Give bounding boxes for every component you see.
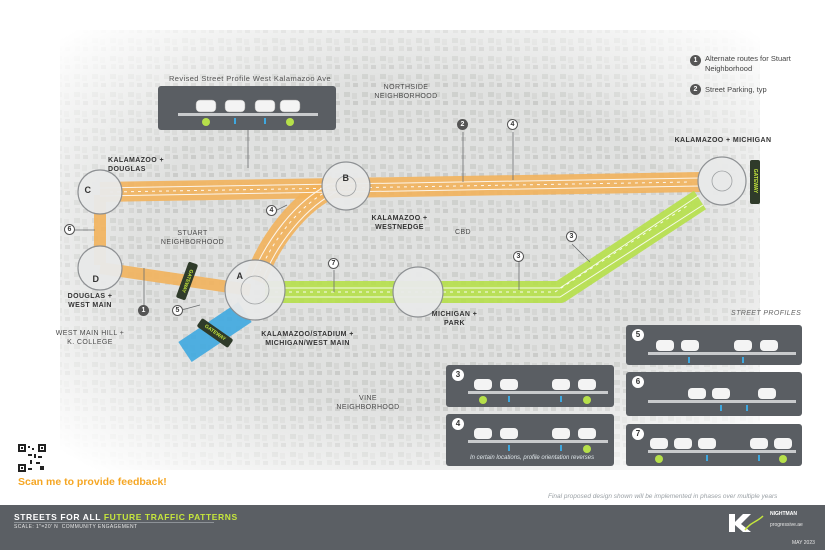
kalamazoo-westnedge-label: KALAMAZOO + WESTNEDGE — [371, 215, 428, 231]
profile-7-graphic — [648, 438, 796, 463]
revised-profile-panel — [158, 86, 336, 130]
footer-title-highlight: FUTURE TRAFFIC PATTERNS — [103, 512, 238, 522]
marker-4-top: 4 — [507, 119, 518, 130]
scan-feedback-text[interactable]: Scan me to provide feedback! — [18, 476, 167, 488]
profile-3-graphic — [468, 379, 608, 404]
profile-6-graphic — [648, 388, 796, 411]
profile-4-note: In certain locations, profile orientatio… — [470, 455, 595, 461]
marker-2: 2 — [457, 119, 468, 130]
footer-engagement: COMMUNITY ENGAGEMENT — [61, 524, 138, 530]
footer-divider — [14, 522, 214, 523]
final-design-note: Final proposed design shown will be impl… — [548, 493, 778, 500]
douglas-west-main-label: DOUGLAS + WEST MAIN — [67, 293, 113, 309]
profile-panel-4: 4 In certain locations, profile orientat… — [446, 414, 614, 466]
profile-7-number: 7 — [632, 428, 644, 440]
profile-5-graphic — [648, 340, 796, 363]
legend-2-badge: 2 — [690, 84, 701, 95]
roundabout-b-letter: B — [342, 173, 350, 183]
gateway-text-east: GATEWAY — [752, 168, 758, 194]
street-profiles-title: STREET PROFILES — [731, 310, 802, 317]
northside-neighborhood-label: NORTHSIDE NEIGHBORHOOD — [374, 84, 438, 100]
footer-date: MAY 2023 — [792, 540, 815, 546]
marker-1: 1 — [138, 305, 149, 316]
profile-4-graphic — [468, 428, 608, 453]
roundabout-d-letter: D — [92, 274, 100, 284]
profile-panel-3: 3 — [446, 365, 614, 407]
kalamazoo-douglas-label: KALAMAZOO + DOUGLAS — [108, 157, 164, 173]
legend-2-text: Street Parking, typ — [705, 85, 767, 94]
profile-4-number: 4 — [452, 418, 464, 430]
marker-7: 7 — [328, 258, 339, 269]
west-main-hill-label: WEST MAIN HILL + K. COLLEGE — [55, 330, 125, 346]
city-logo — [725, 510, 765, 541]
profile-3-number: 3 — [452, 369, 464, 381]
footer-bar — [0, 505, 825, 550]
qr-code-icon — [18, 444, 46, 472]
profile-panel-6: 6 — [626, 372, 802, 416]
gateway-sign-east: GATEWAY — [750, 160, 760, 204]
marker-3-right: 3 — [566, 231, 577, 242]
marker-4-left: 4 — [266, 205, 277, 216]
map-graphics — [0, 0, 825, 490]
roundabout-a-letter: A — [236, 271, 244, 281]
revised-profile-title: Revised Street Profile West Kalamazoo Av… — [168, 74, 332, 83]
marker-6: 6 — [64, 224, 75, 235]
cbd-label: CBD — [455, 229, 471, 236]
footer-scale: SCALE: 1"=20' N — [14, 524, 59, 530]
vine-neighborhood-label: VINE NEIGHBORHOOD — [336, 395, 400, 411]
michigan-park-label: MICHIGAN + PARK — [431, 311, 478, 327]
city-logo-icon — [729, 514, 764, 532]
profile-panel-7: 7 — [626, 424, 802, 466]
profile-6-number: 6 — [632, 376, 644, 388]
profile-5-number: 5 — [632, 329, 644, 341]
footer-subline: SCALE: 1"=20' N COMMUNITY ENGAGEMENT — [14, 524, 137, 530]
map-canvas — [0, 0, 825, 490]
stadium-main-label: KALAMAZOO/STADIUM + MICHIGAN/WEST MAIN — [261, 331, 354, 347]
feedback-qr-code[interactable] — [18, 444, 46, 472]
marker-3-center: 3 — [513, 251, 524, 262]
legend-1-text: Alternate routes for Stuart Neighborhood — [705, 54, 791, 73]
stuart-neighborhood-label: STUART NEIGHBORHOOD — [160, 230, 225, 246]
legend-1-badge: 1 — [690, 55, 701, 66]
revised-profile-graphic — [178, 99, 318, 126]
marker-5: 5 — [172, 305, 183, 316]
brand-url: progressive.ae — [770, 522, 803, 528]
roundabout-c-letter: C — [84, 185, 92, 195]
profile-panel-5: 5 — [626, 325, 802, 365]
footer-title: STREETS FOR ALL FUTURE TRAFFIC PATTERNS — [14, 512, 238, 522]
kalamazoo-michigan-label: KALAMAZOO + MICHIGAN — [674, 137, 772, 144]
brand-name: NIGHTMAN — [770, 511, 797, 517]
footer-title-main: STREETS FOR ALL — [14, 512, 104, 522]
